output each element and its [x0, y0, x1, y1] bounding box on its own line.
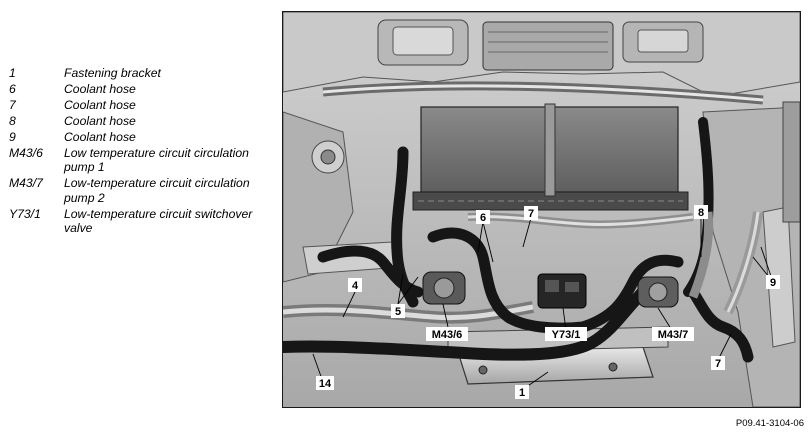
- legend-description: Coolant hose: [64, 114, 136, 128]
- legend-item: 6 Coolant hose: [9, 82, 271, 96]
- callout-8: 8: [698, 207, 704, 219]
- legend-code: M43/6: [9, 146, 43, 160]
- legend-description: Coolant hose: [64, 82, 136, 96]
- callout-1: 1: [519, 387, 525, 399]
- legend-code: Y73/1: [9, 206, 41, 221]
- pump-m43-7: [637, 276, 679, 308]
- legend-description: Low-temperature circuit switchover valve: [64, 206, 253, 236]
- callout-7-lower: 7: [715, 358, 721, 370]
- callout-9: 9: [770, 277, 776, 289]
- figure-reference: P09.41-3104-06: [735, 418, 804, 429]
- callout-m43-7: M43/7: [658, 329, 689, 341]
- engine-top: [283, 12, 800, 98]
- black-coolant-hoses: [283, 117, 754, 363]
- engine-bay-figure: 1 4 5 6 7 8 9 7 14 M43/6 Y73/1 M43/7: [282, 11, 801, 408]
- legend-code: M43/7: [9, 176, 43, 191]
- callout-5: 5: [395, 306, 401, 318]
- legend-description: Fastening bracket: [64, 66, 161, 80]
- callout-y73-1: Y73/1: [552, 329, 581, 341]
- charge-air-coolers: [412, 103, 689, 211]
- coolant-hose-8: [688, 211, 714, 299]
- callout-7: 7: [528, 208, 534, 220]
- legend-description: Low temperature circuit circulation pump…: [64, 146, 249, 175]
- legend-code: 1: [9, 66, 16, 80]
- legend-code: 6: [9, 82, 16, 96]
- legend-code: 9: [9, 130, 16, 144]
- legend-code: 8: [9, 114, 16, 128]
- coolant-hose-9-highlight: [726, 211, 760, 313]
- legend-list: 1 Fastening bracket 6 Coolant hose 7 Coo…: [9, 66, 271, 236]
- callout-m43-6: M43/6: [432, 329, 463, 341]
- legend-description: Low-temperature circuit circulation pump…: [64, 176, 250, 205]
- legend-item: M43/7 Low-temperature circuit circulatio…: [9, 176, 271, 205]
- legend-item: 9 Coolant hose: [9, 130, 271, 144]
- legend-description: Coolant hose: [64, 98, 136, 112]
- legend-item: 8 Coolant hose: [9, 114, 271, 128]
- legend-description: Coolant hose: [64, 130, 136, 144]
- engine-bay-drawing: 1 4 5 6 7 8 9 7 14 M43/6 Y73/1 M43/7: [283, 12, 800, 407]
- legend-code: 7: [9, 98, 16, 112]
- legend-item: Y73/1 Low-temperature circuit switchover…: [9, 207, 271, 236]
- legend-item: 1 Fastening bracket: [9, 66, 271, 80]
- callout-6: 6: [480, 212, 486, 224]
- upper-pipe-highlight: [322, 84, 764, 102]
- callout-leaders: [312, 217, 774, 391]
- coolant-hose-7-upper-highlight: [467, 215, 694, 227]
- valve-y73-1: [537, 273, 587, 309]
- callout-labels: 1 4 5 6 7 8 9 7 14 M43/6 Y73/1 M43/7: [316, 205, 780, 399]
- pump-m43-6: [422, 271, 466, 305]
- callout-14: 14: [319, 378, 332, 390]
- legend-item: 7 Coolant hose: [9, 98, 271, 112]
- legend-item: M43/6 Low temperature circuit circulatio…: [9, 146, 271, 175]
- callout-4: 4: [352, 280, 359, 292]
